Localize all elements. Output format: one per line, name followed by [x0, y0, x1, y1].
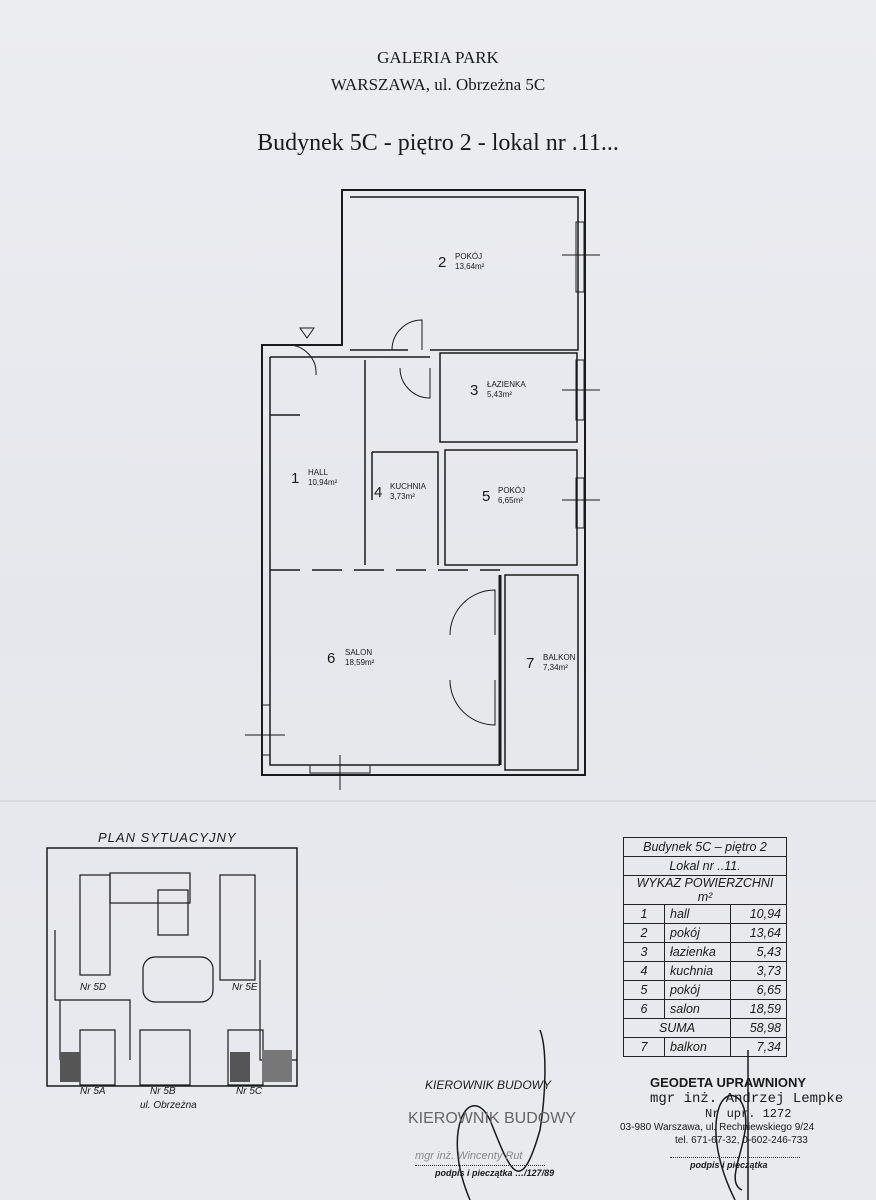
site-manager-label: KIEROWNIK BUDOWY	[425, 1078, 552, 1092]
page-title: Budynek 5C - piętro 2 - lokal nr .11...	[257, 130, 619, 156]
project-name: GALERIA PARK	[377, 48, 499, 67]
surveyor-license: Nr upr. 1272	[705, 1107, 792, 1121]
site-manager-caption: podpis i pieczątka …/127/89	[435, 1168, 555, 1178]
paper-fold	[0, 800, 876, 802]
project-address: WARSZAWA, ul. Obrzeżna 5C	[330, 75, 546, 94]
table-heading: WYKAZ POWIERZCHNI m²	[623, 875, 787, 905]
site-plan-title: PLAN SYTUACYJNY	[98, 830, 237, 845]
site-label-5e: Nr 5E	[232, 982, 258, 993]
street-label: ul. Obrzeżna	[140, 1100, 197, 1111]
site-manager-name: mgr inż. Wincenty Rut	[415, 1150, 523, 1162]
surveyor-address: 03-980 Warszawa, ul. Rechniewskiego 9/24	[620, 1122, 815, 1133]
site-label-5a: Nr 5A	[80, 1086, 106, 1097]
signature-line	[415, 1165, 545, 1166]
site-label-5b: Nr 5B	[150, 1086, 176, 1097]
table-building: Budynek 5C – piętro 2	[623, 837, 787, 857]
surveyor-label: GEODETA UPRAWNIONY	[650, 1075, 807, 1090]
area-table: Budynek 5C – piętro 2 Lokal nr ..11. WYK…	[623, 837, 787, 1057]
signature-line	[670, 1157, 800, 1158]
site-label-5c: Nr 5C	[236, 1086, 263, 1097]
surveyor-caption: podpis i pieczątka	[690, 1160, 768, 1170]
surveyor-name: mgr inż. Andrzej Lempke	[650, 1091, 844, 1107]
surveyor-phone: tel. 671-67-32, 0-602-246-733	[675, 1135, 808, 1146]
site-manager-stamp: KIEROWNIK BUDOWY	[408, 1110, 577, 1127]
site-label-5d: Nr 5D	[80, 982, 107, 993]
table-unit: Lokal nr ..11.	[623, 856, 787, 876]
